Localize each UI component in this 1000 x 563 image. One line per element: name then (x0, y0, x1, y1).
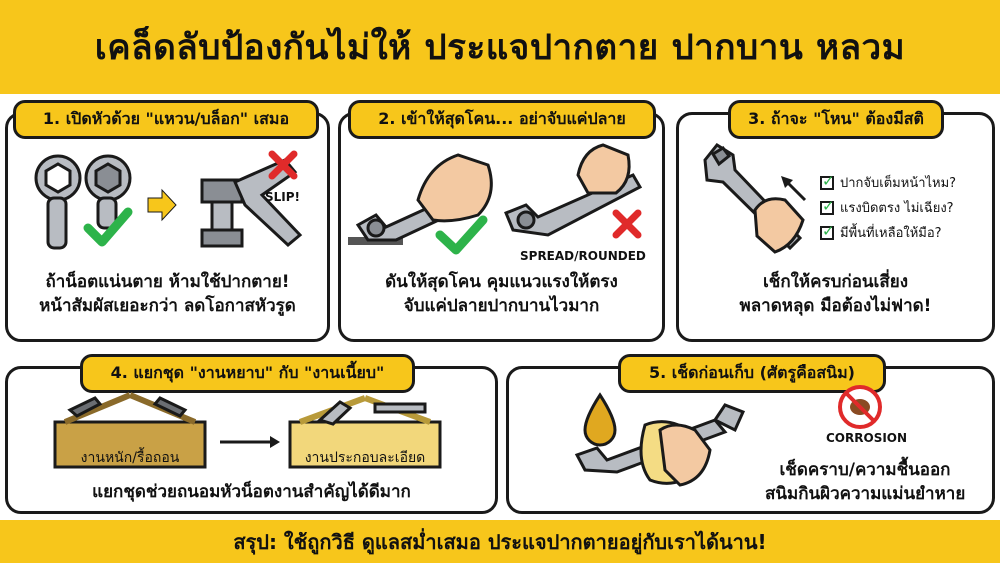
panel-1-caption-line-2: หน้าสัมผัสเยอะกว่า ลดโอกาสหัวรูด (39, 296, 296, 316)
toolbox-illustration (53, 392, 442, 469)
check-icon (83, 207, 133, 247)
fine-toolbox-icon (288, 395, 442, 469)
panel-5-label: 5. เช็ดก่อนเก็บ (ศัตรูคือสนิม) (618, 354, 886, 393)
title-bar: เคล็ดลับป้องกันไม่ให้ ประแจปากตาย ปากบาน… (0, 0, 1000, 94)
panel-1-caption: ถ้าน็อตแน่นตาย ห้ามใช้ปากตาย! หน้าสัมผัส… (5, 270, 330, 318)
grip-illustration (348, 143, 643, 255)
hand-icon (658, 423, 712, 487)
oil-drop-icon (583, 392, 617, 447)
hand-icon (753, 197, 805, 254)
hand-tip-icon (576, 143, 631, 195)
spread-rounded-tag: SPREAD/ROUNDED (520, 249, 646, 263)
panel-3 (676, 112, 995, 342)
panel-4-caption-line-1: แยกชุดช่วยถนอมหัวน็อตงานสำคัญได้ดีมาก (92, 482, 411, 502)
panel-2-label: 2. เข้าให้สุดโคน... อย่าจับแค่ปลาย (348, 100, 656, 139)
checklist-item: ปากจับเต็มหน้าไหม? (820, 170, 956, 195)
ring-wrench-illustration (34, 150, 303, 250)
panel-4-label: 4. แยกชุด "งานหยาบ" กับ "งานเนี้ยบ" (80, 354, 415, 393)
page-title: เคล็ดลับป้องกันไม่ให้ ประแจปากตาย ปากบาน… (94, 27, 906, 68)
panel-4-caption: แยกชุดช่วยถนอมหัวน็อตงานสำคัญได้ดีมาก (5, 480, 498, 504)
rough-toolbox-icon (53, 392, 207, 469)
checkbox-icon (820, 222, 835, 240)
panel-5-caption: เช็ดคราบ/ความชื้นออก สนิมกินผิวความแม่นย… (765, 458, 965, 506)
ring-wrench-icon (34, 154, 132, 250)
summary-text: สรุป: ใช้ถูกวิธี ดูแลสม่ำเสมอ ประแจปากตา… (233, 529, 767, 554)
panel-1-label: 1. เปิดหัวด้วย "แหวน/บล็อก" เสมอ (13, 100, 319, 139)
check-icon (435, 215, 488, 255)
panel-2-caption-line-1: ดันให้สุดโคน คุมแนวแรงให้ตรง (385, 272, 618, 292)
panel-2-caption: ดันให้สุดโคน คุมแนวแรงให้ตรง จับแค่ปลายป… (338, 270, 665, 318)
panel-3-caption-line-1: เช็กให้ครบก่อนเสี่ยง (762, 272, 908, 292)
slip-tag: SLIP! (265, 190, 301, 204)
cross-icon (612, 209, 642, 239)
panel-3-caption: เช็กให้ครบก่อนเสี่ยง พลาดหลุด มือต้องไม่… (676, 270, 995, 318)
cleaning-illustration (574, 392, 746, 487)
arrow-up-icon (785, 180, 807, 202)
panel-2-caption-line-2: จับแค่ปลายปากบานไวมาก (403, 296, 600, 316)
panel-3-caption-line-2: พลาดหลุด มือต้องไม่ฟาด! (739, 296, 932, 316)
panel-1-caption-line-1: ถ้าน็อตแน่นตาย ห้ามใช้ปากตาย! (45, 272, 290, 292)
checklist-item: มีพื้นที่เหลือให้มือ? (820, 220, 956, 245)
panel-5-caption-line-1: เช็ดคราบ/ความชื้นออก (779, 460, 951, 480)
cross-icon (268, 150, 298, 180)
fine-toolbox-label: งานประกอบละเอียด (304, 450, 426, 466)
panel-3-label: 3. ถ้าจะ "โหน" ต้องมีสติ (728, 100, 944, 139)
corrosion-tag: CORROSION (826, 431, 908, 445)
rough-toolbox-label: งานหนัก/รื้อถอน (80, 450, 180, 466)
lever-illustration (703, 143, 807, 254)
summary-bar: สรุป: ใช้ถูกวิธี ดูแลสม่ำเสมอ ประแจปากตา… (0, 520, 1000, 563)
corrosion-warning-icon (838, 385, 882, 429)
arrow-right-icon (147, 188, 177, 222)
checkbox-icon (820, 172, 835, 190)
checklist-item: แรงบิดตรง ไม่เฉียง? (820, 195, 956, 220)
hand-icon (416, 153, 493, 223)
checkbox-icon (820, 197, 835, 215)
panel-5-caption-line-2: สนิมกินผิวความแม่นยำหาย (765, 484, 966, 504)
safety-checklist: ปากจับเต็มหน้าไหม? แรงบิดตรง ไม่เฉียง? ม… (820, 170, 956, 245)
